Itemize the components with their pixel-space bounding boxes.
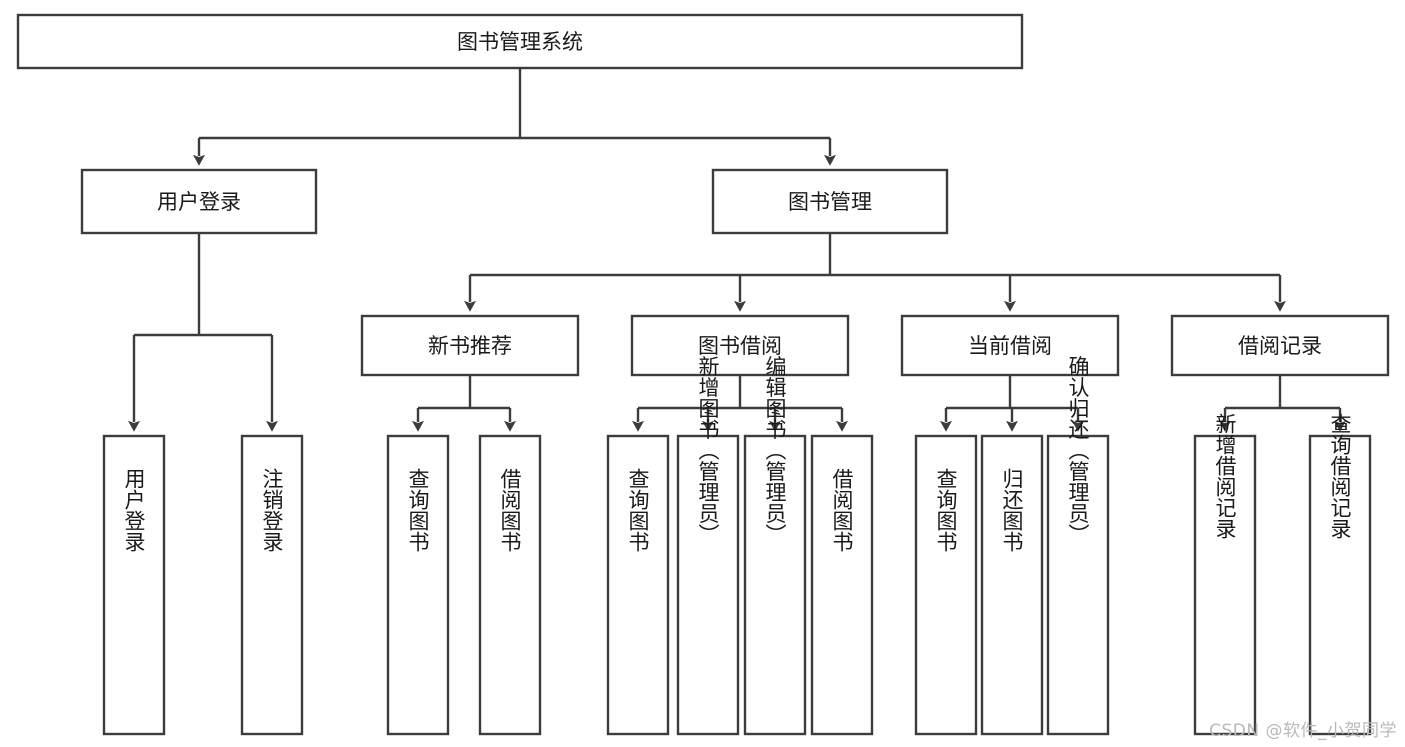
connector-layer — [128, 68, 1346, 432]
leaf-node[interactable]: 查询图书 — [606, 434, 670, 736]
leaf-node[interactable]: 编辑图书（管理员） — [743, 356, 807, 736]
node-root-label: 图书管理系统 — [457, 30, 583, 54]
csdn-watermark: CSDN @软件_小贺同学 — [1209, 721, 1397, 741]
leaf-edit-book-box[interactable] — [743, 434, 807, 736]
leaf-add-book-box[interactable] — [676, 434, 740, 736]
leaf-node[interactable]: 归还图书 — [980, 434, 1044, 736]
node-book-manage-box[interactable] — [711, 168, 949, 235]
leaf-node[interactable]: 新增借阅记录 — [1193, 413, 1257, 736]
leaf-add-record-label: 新增借阅记录 — [1213, 413, 1237, 539]
leaf-query-book-2-label: 查询图书 — [626, 468, 650, 552]
leaf-edit-book-label: 编辑图书（管理员） — [763, 356, 787, 545]
leaf-confirm-return-label: 确认归还（管理员） — [1066, 356, 1090, 545]
leaf-query-book-1-box[interactable] — [386, 434, 450, 736]
node-user-login[interactable]: 用户登录 — [80, 168, 318, 235]
leaf-node[interactable]: 查询图书 — [386, 434, 450, 736]
leaf-confirm-return-box[interactable] — [1046, 434, 1110, 736]
node-current-borrow[interactable]: 当前借阅 — [900, 314, 1120, 377]
leaf-query-book-1-label: 查询图书 — [406, 468, 430, 552]
node-borrow-record-label: 借阅记录 — [1238, 334, 1322, 358]
leaf-add-book-label: 新增图书（管理员） — [696, 356, 720, 545]
leaf-user-login-label: 用户登录 — [122, 468, 146, 552]
node-root-box[interactable] — [16, 13, 1024, 70]
leaf-node[interactable]: 确认归还（管理员） — [1046, 356, 1110, 736]
node-book-manage-label: 图书管理 — [788, 190, 872, 214]
leaf-borrow-book-1-label: 借阅图书 — [498, 468, 522, 552]
leaf-borrow-book-1-box[interactable] — [478, 434, 542, 736]
node-book-borrow-label: 图书借阅 — [698, 334, 782, 358]
node-current-borrow-box[interactable] — [900, 314, 1120, 377]
node-root[interactable]: 图书管理系统 — [16, 13, 1024, 70]
node-new-book-recommend-label: 新书推荐 — [428, 334, 512, 358]
node-current-borrow-label: 当前借阅 — [968, 334, 1052, 358]
leaf-node[interactable]: 用户登录 — [102, 434, 166, 736]
node-borrow-record[interactable]: 借阅记录 — [1170, 314, 1390, 377]
leaf-query-record-box[interactable] — [1308, 434, 1372, 736]
leaf-node[interactable]: 查询图书 — [914, 434, 978, 736]
leaf-query-book-3-label: 查询图书 — [934, 468, 958, 552]
leaf-query-book-2-box[interactable] — [606, 434, 670, 736]
leaf-query-book-3-box[interactable] — [914, 434, 978, 736]
node-book-borrow[interactable]: 图书借阅 — [630, 314, 850, 377]
leaf-user-login-box[interactable] — [102, 434, 166, 736]
leaf-add-record-box[interactable] — [1193, 434, 1257, 736]
leaf-logout-login-box[interactable] — [240, 434, 304, 736]
node-book-borrow-box[interactable] — [630, 314, 850, 377]
leaf-logout-login-label: 注销登录 — [260, 468, 284, 552]
node-new-book-recommend-box[interactable] — [360, 314, 580, 377]
leaf-node[interactable]: 借阅图书 — [478, 434, 542, 736]
node-new-book-recommend[interactable]: 新书推荐 — [360, 314, 580, 377]
leaf-borrow-book-2-box[interactable] — [810, 434, 874, 736]
leaf-node[interactable]: 注销登录 — [240, 434, 304, 736]
leaf-borrow-book-2-label: 借阅图书 — [830, 468, 854, 552]
node-borrow-record-box[interactable] — [1170, 314, 1390, 377]
node-user-login-label: 用户登录 — [157, 190, 241, 214]
leaf-node[interactable]: 查询借阅记录 — [1308, 413, 1372, 736]
leaf-return-book-label: 归还图书 — [1000, 468, 1024, 552]
leaf-node[interactable]: 借阅图书 — [810, 434, 874, 736]
leaf-return-book-box[interactable] — [980, 434, 1044, 736]
node-user-login-box[interactable] — [80, 168, 318, 235]
node-book-manage[interactable]: 图书管理 — [711, 168, 949, 235]
leaf-node[interactable]: 新增图书（管理员） — [676, 356, 740, 736]
leaf-query-record-label: 查询借阅记录 — [1328, 413, 1352, 539]
